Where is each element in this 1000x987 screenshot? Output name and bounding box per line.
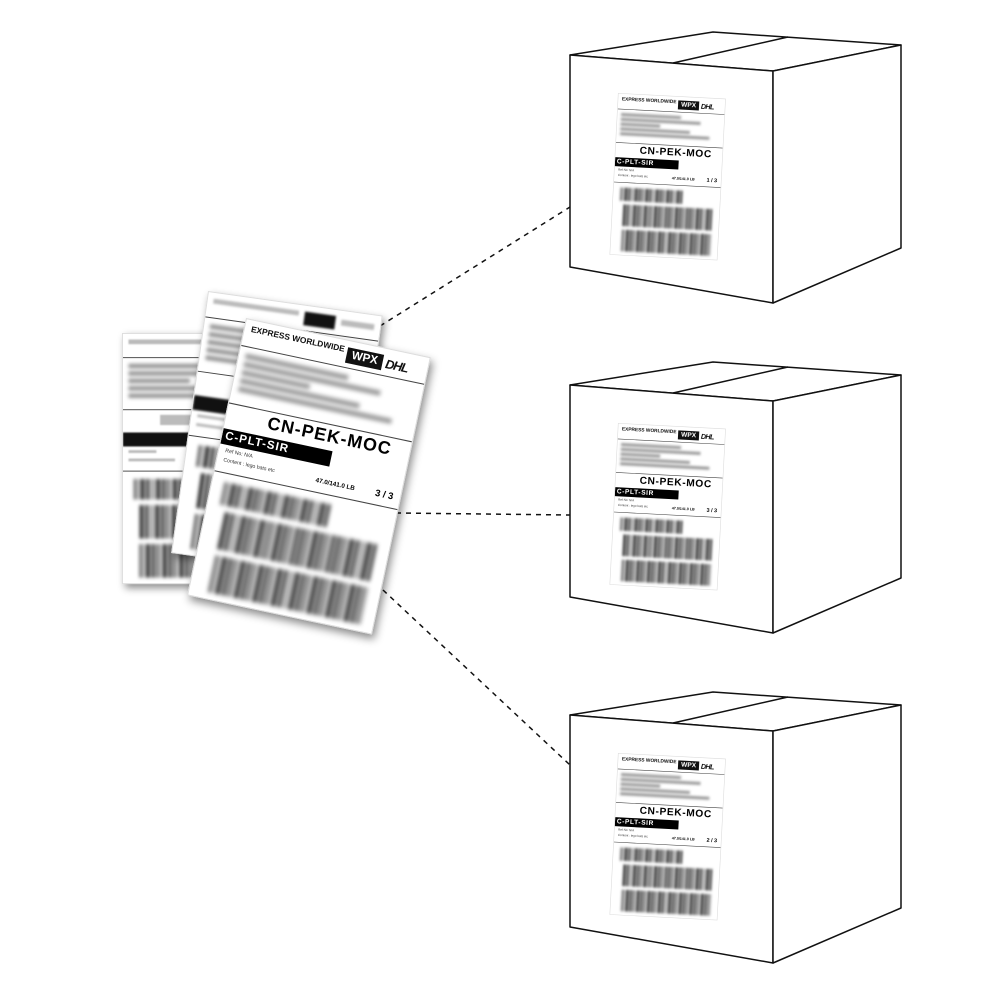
logo-placeholder xyxy=(340,319,375,331)
box-tape-seam xyxy=(672,366,789,394)
reference-placeholder xyxy=(128,450,157,453)
service-name: EXPRESS WORLDWIDE xyxy=(621,426,677,435)
piece-count: 3 / 3 xyxy=(374,487,395,502)
reference-number: Ref No: N/A xyxy=(618,168,635,173)
product-code-placeholder xyxy=(303,311,337,330)
product-code-badge: WPX xyxy=(344,347,385,371)
box-3-label: EXPRESS WORLDWIDE WPX DHL CN-PEK-MOC C-P… xyxy=(609,753,726,921)
service-name: EXPRESS WORLDWIDE xyxy=(621,96,677,105)
reference-number: Ref No: N/A xyxy=(618,498,635,503)
connector-line-3 xyxy=(382,589,571,766)
dhl-logo: DHL xyxy=(700,762,715,772)
address-block xyxy=(619,771,721,806)
product-code-badge: WPX xyxy=(677,430,700,441)
content-description: Content : lego bats etc xyxy=(617,173,648,179)
service-name-placeholder xyxy=(213,298,300,316)
weight: 47.0/141.0 LB xyxy=(671,176,695,182)
box-side-face xyxy=(772,44,902,304)
reference-placeholder xyxy=(197,414,227,422)
address-block xyxy=(619,111,721,146)
barcode-3 xyxy=(621,559,712,586)
barcode-3 xyxy=(621,229,712,256)
content-description: Content : lego bats etc xyxy=(617,503,648,509)
dhl-logo: DHL xyxy=(700,102,715,112)
reference-number: Ref No: N/A xyxy=(618,828,635,833)
content-description: Content : lego bats etc xyxy=(222,457,276,475)
barcode-1 xyxy=(620,187,684,204)
box-side-face xyxy=(772,704,902,964)
piece-count: 2 / 3 xyxy=(706,836,718,844)
barcode-2 xyxy=(622,204,713,231)
box-tape-seam xyxy=(672,696,789,724)
product-code-badge: WPX xyxy=(677,760,700,771)
piece-count: 1 / 3 xyxy=(706,176,718,184)
barcode-2 xyxy=(622,534,713,561)
barcode-1 xyxy=(620,847,684,864)
weight: 47.0/141.0 LB xyxy=(314,477,356,493)
connector-line-2 xyxy=(395,512,571,516)
service-name-placeholder xyxy=(128,339,211,345)
service-name: EXPRESS WORLDWIDE xyxy=(621,756,677,765)
dhl-logo: DHL xyxy=(700,432,715,442)
box-1-label: EXPRESS WORLDWIDE WPX DHL CN-PEK-MOC C-P… xyxy=(609,93,726,261)
piece-count: 3 / 3 xyxy=(706,506,718,514)
barcode-3 xyxy=(621,889,712,916)
product-code-badge: WPX xyxy=(677,100,700,111)
weight: 47.0/141.0 LB xyxy=(671,506,695,512)
destination-code: CN-PEK-MOC xyxy=(639,144,713,160)
address-block xyxy=(619,441,721,476)
barcode-2 xyxy=(622,864,713,891)
content-description: Content : lego bats etc xyxy=(617,833,648,839)
dhl-logo: DHL xyxy=(383,356,410,376)
weight: 47.0/141.0 LB xyxy=(671,836,695,842)
destination-code: CN-PEK-MOC xyxy=(639,804,713,820)
connector-line-1 xyxy=(379,206,571,327)
box-tape-seam xyxy=(672,36,789,64)
barcode-1 xyxy=(620,517,684,534)
content-placeholder xyxy=(128,458,176,462)
destination-code: CN-PEK-MOC xyxy=(639,474,713,490)
box-2-label: EXPRESS WORLDWIDE WPX DHL CN-PEK-MOC C-P… xyxy=(609,423,726,591)
box-side-face xyxy=(772,374,902,634)
